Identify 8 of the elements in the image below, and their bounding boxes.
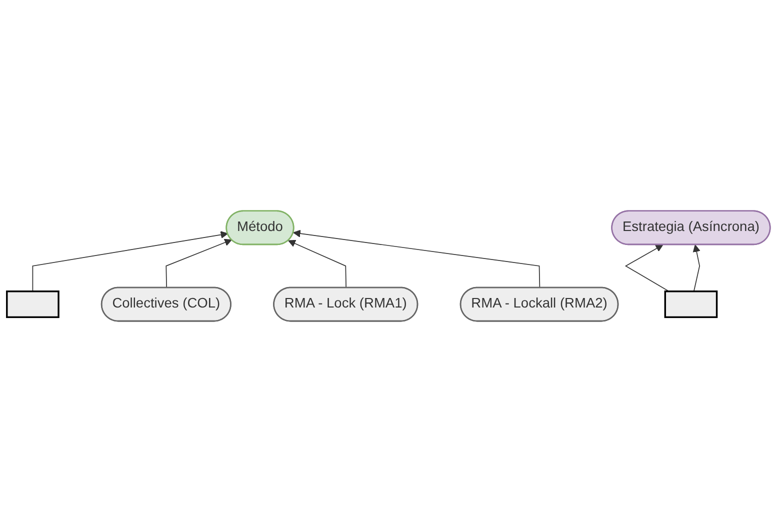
arrow bbox=[624, 244, 670, 292]
arrow bbox=[692, 244, 700, 292]
node-box bbox=[6, 290, 60, 318]
arrow bbox=[293, 230, 540, 288]
arrow bbox=[288, 240, 346, 288]
arrow bbox=[166, 238, 232, 288]
arrow bbox=[32, 231, 228, 292]
node-box bbox=[664, 290, 718, 318]
